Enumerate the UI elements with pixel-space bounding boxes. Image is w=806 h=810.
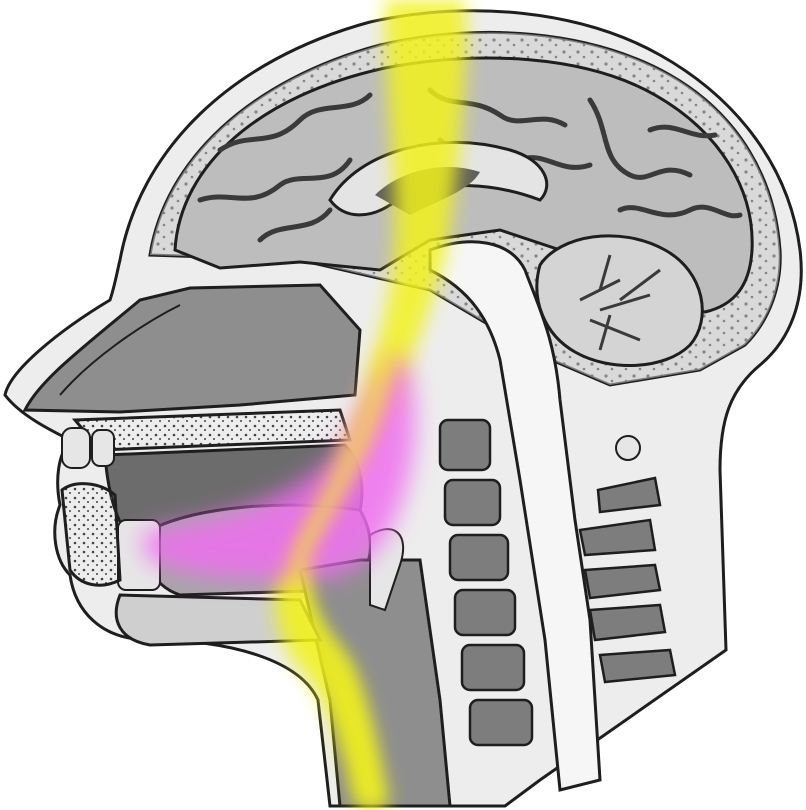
lower-lip (62, 484, 120, 586)
atlas-bone (616, 436, 640, 460)
